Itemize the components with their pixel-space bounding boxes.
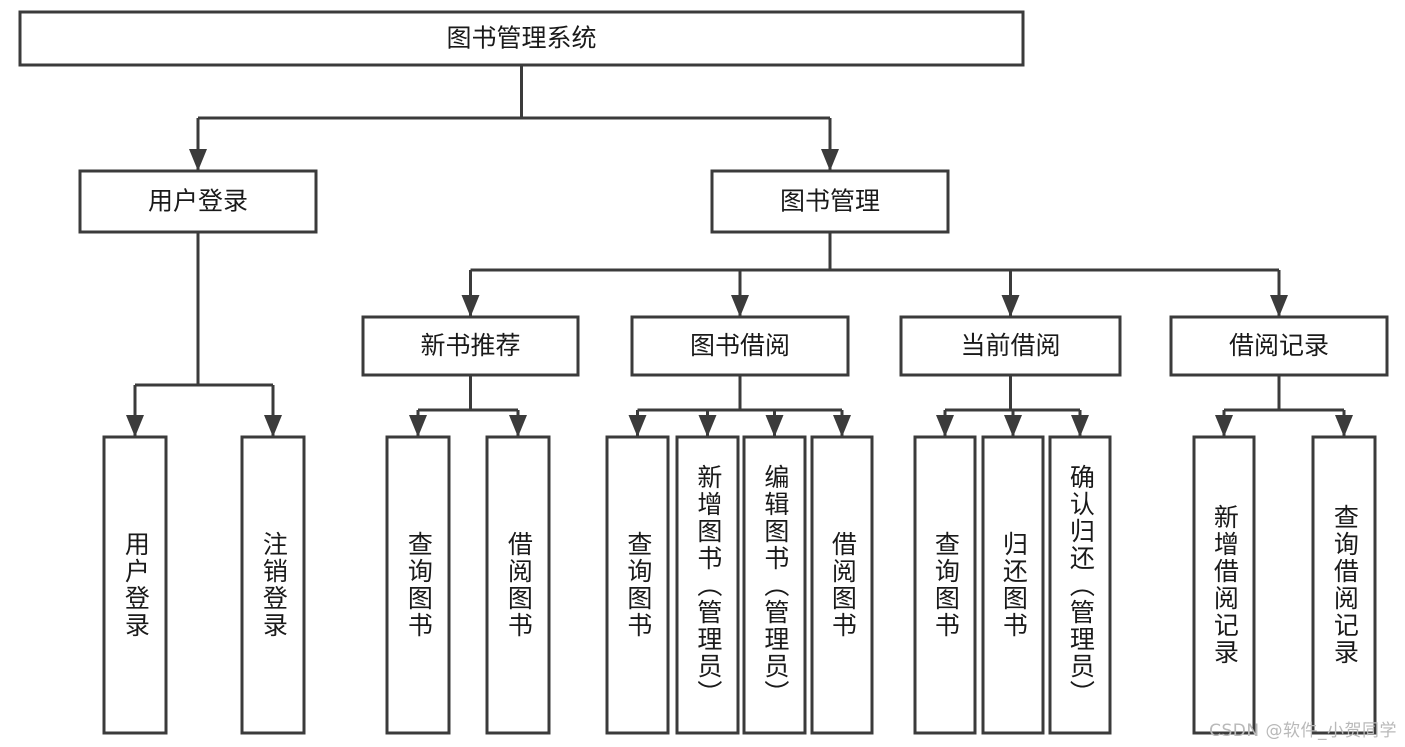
node-leaf-query-book-borrow[interactable] <box>605 435 670 735</box>
node-book-borrow-label: 图书借阅 <box>690 331 790 360</box>
book-borrow-to-leaves-arrow-2 <box>765 415 784 437</box>
borrow-records-to-leaves-arrow-0 <box>1215 415 1233 437</box>
book-management-to-level2-arrow-0 <box>461 295 480 317</box>
book-management-to-level2-arrow-3 <box>1270 295 1288 317</box>
node-user-login[interactable] <box>78 169 318 234</box>
node-leaf-edit-book[interactable] <box>742 435 807 735</box>
node-book-management[interactable] <box>710 169 950 234</box>
borrow-records-to-leaves-arrow-1 <box>1335 415 1353 437</box>
node-leaf-query-book-borrow-label: 查询图书 <box>623 531 653 639</box>
new-book-recommend-to-leaves-arrow-0 <box>409 415 427 437</box>
root-to-level1-arrow-0 <box>189 149 207 171</box>
node-leaf-query-book-recommend[interactable] <box>385 435 451 735</box>
node-leaf-logout[interactable] <box>240 435 306 735</box>
node-leaf-edit-book-label: 编辑图书（管理员） <box>760 463 790 707</box>
node-book-management-label: 图书管理 <box>780 187 880 216</box>
node-leaf-user-login[interactable] <box>102 435 168 735</box>
node-leaf-query-book-recommend-label: 查询图书 <box>404 531 434 639</box>
watermark-text: CSDN @软件_小贺同学 <box>1209 721 1397 741</box>
node-leaf-query-book-current[interactable] <box>913 435 977 735</box>
node-leaf-query-borrow-record[interactable] <box>1311 435 1377 735</box>
user-login-to-leaves-arrow-0 <box>126 415 144 437</box>
node-leaf-confirm-return-label: 确认归还（管理员） <box>1066 463 1096 707</box>
node-user-login-label: 用户登录 <box>148 187 248 216</box>
current-borrow-to-leaves-arrow-0 <box>936 415 954 437</box>
node-leaf-add-book-label: 新增图书（管理员） <box>693 463 723 707</box>
book-management-to-level2-arrow-1 <box>731 295 749 317</box>
current-borrow-to-leaves-arrow-2 <box>1071 415 1089 437</box>
node-leaf-borrow-book[interactable] <box>810 435 874 735</box>
node-leaf-borrow-book-label: 借阅图书 <box>828 531 858 639</box>
connectors-layer <box>126 65 1353 437</box>
node-leaf-add-book[interactable] <box>675 435 740 735</box>
root-to-level1-arrow-1 <box>821 149 839 171</box>
node-leaf-query-book-current-label: 查询图书 <box>931 531 961 639</box>
user-login-to-leaves-arrow-1 <box>264 415 282 437</box>
book-borrow-to-leaves-arrow-1 <box>698 415 717 437</box>
book-borrow-to-leaves-arrow-3 <box>833 415 851 437</box>
current-borrow-to-leaves-arrow-1 <box>1004 415 1022 437</box>
node-borrow-records-label: 借阅记录 <box>1229 331 1329 360</box>
node-leaf-add-borrow-record[interactable] <box>1192 435 1256 735</box>
book-borrow-to-leaves-arrow-0 <box>628 415 647 437</box>
new-book-recommend-to-leaves-arrow-1 <box>509 415 527 437</box>
node-book-borrow[interactable] <box>630 315 850 377</box>
book-management-to-level2-arrow-2 <box>1001 295 1020 317</box>
node-leaf-query-borrow-record-label: 查询借阅记录 <box>1330 504 1360 666</box>
node-leaf-return-book-label: 归还图书 <box>999 531 1029 639</box>
node-leaf-confirm-return[interactable] <box>1048 435 1112 735</box>
node-leaf-return-book[interactable] <box>981 435 1045 735</box>
node-leaf-borrow-book-recommend-label: 借阅图书 <box>504 531 534 639</box>
boxes-layer <box>18 10 1389 735</box>
node-current-borrow-label: 当前借阅 <box>960 331 1060 360</box>
node-leaf-user-login-label: 用户登录 <box>121 531 151 639</box>
node-current-borrow[interactable] <box>899 315 1122 377</box>
node-root-label: 图书管理系统 <box>446 24 596 53</box>
node-leaf-borrow-book-recommend[interactable] <box>485 435 551 735</box>
node-root[interactable] <box>18 10 1025 67</box>
node-borrow-records[interactable] <box>1169 315 1389 377</box>
node-new-book-recommend[interactable] <box>361 315 580 377</box>
node-leaf-logout-label: 注销登录 <box>259 531 289 639</box>
node-new-book-recommend-label: 新书推荐 <box>420 331 520 360</box>
node-leaf-add-borrow-record-label: 新增借阅记录 <box>1210 504 1240 666</box>
